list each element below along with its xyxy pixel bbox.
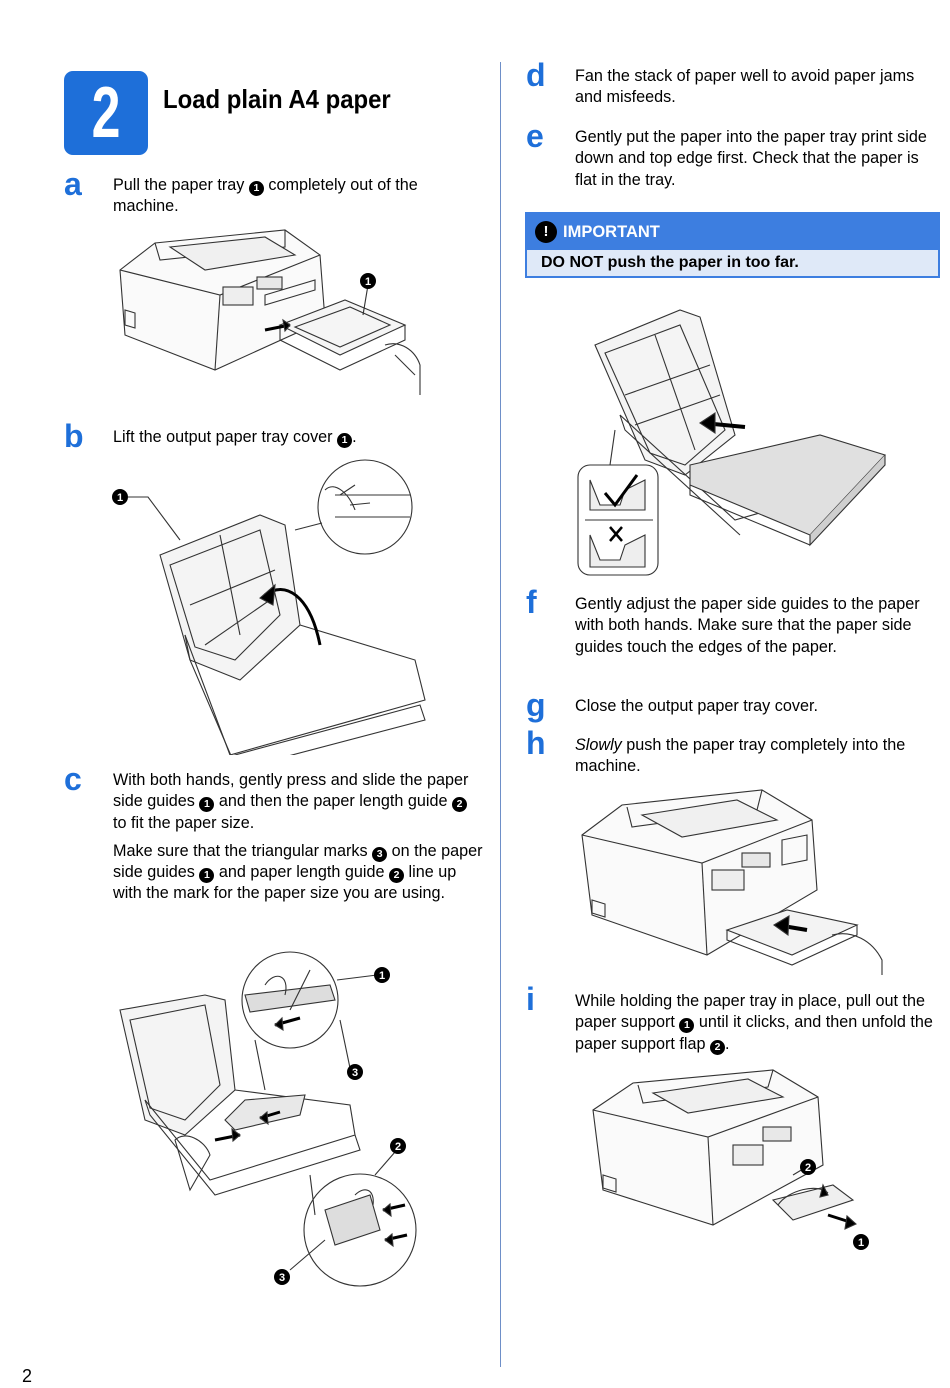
important-heading: IMPORTANT: [563, 223, 660, 241]
callout-1-icon: 1: [337, 433, 353, 448]
step-c-p2-text-2: on the paper side guides: [113, 841, 483, 882]
step-c-p1-text-2: and then the paper length guide: [214, 792, 453, 811]
step-d-text: Fan the stack of paper well to avoid pap…: [575, 67, 915, 107]
callout-2-icon: 2: [710, 1039, 725, 1055]
step-letter-h: h: [526, 725, 546, 761]
step-i-text-3: .: [725, 1034, 730, 1053]
important-text: DO NOT push the paper in too far.: [527, 250, 938, 276]
important-header: ! IMPORTANT: [527, 214, 938, 250]
important-notice: ! IMPORTANT DO NOT push the paper in too…: [525, 212, 940, 278]
section-title: Load plain A4 paper: [163, 84, 391, 114]
figure-paper-support: 2 1: [588, 1065, 888, 1260]
callout-3-icon: 3: [372, 846, 388, 862]
step-c-p2-text-4: line up with the mark for the paper size…: [113, 863, 457, 903]
figure-insert-paper: [575, 305, 890, 580]
step-i-text-2: until it clicks, and then unfold the pap…: [575, 1013, 933, 1053]
callout-2-icon: 2: [389, 868, 405, 884]
figure-c-callout-1: 1: [379, 970, 385, 982]
step-g-text: Close the output paper tray cover.: [575, 697, 818, 715]
step-c-paragraph-2: Make sure that the triangular marks 3 on…: [113, 841, 483, 905]
step-a-text-1: Pull the paper tray: [113, 176, 249, 194]
step-a-text: Pull the paper tray 1 completely out of …: [113, 175, 483, 218]
step-letter-d: d: [526, 57, 546, 93]
figure-pull-tray: 1: [115, 225, 425, 405]
step-i-text-1: While holding the paper tray in place, p…: [575, 992, 926, 1032]
step-c-p2-text-3: and paper length guide: [214, 863, 390, 882]
step-a-text-2: completely out of the machine.: [113, 176, 418, 216]
figure-b-callout-1: 1: [117, 492, 123, 504]
figure-c-callout-3: 3: [352, 1067, 358, 1079]
step-e-text: Gently put the paper into the paper tray…: [575, 128, 927, 189]
step-c-paragraph-1: With both hands, gently press and slide …: [113, 770, 483, 834]
warning-icon: !: [535, 221, 557, 243]
callout-1-icon: 1: [199, 868, 215, 884]
step-i-text: While holding the paper tray in place, p…: [575, 991, 940, 1055]
step-letter-a: a: [64, 166, 82, 202]
callout-1-icon: 1: [248, 181, 264, 196]
callout-1-icon: 1: [199, 797, 215, 813]
figure-a-callout-1: 1: [365, 276, 371, 288]
step-letter-c: c: [64, 761, 82, 797]
step-number: 2: [91, 73, 121, 153]
callout-1-icon: 1: [679, 1018, 695, 1034]
step-h-rest: push the paper tray completely into the …: [575, 736, 906, 776]
figure-push-tray: [577, 785, 889, 980]
step-b-text-1: Lift the output paper tray cover: [113, 428, 338, 446]
step-letter-i: i: [526, 981, 535, 1017]
step-c-p1-text-3: to fit the paper size.: [113, 813, 255, 832]
step-c-p1-text-1: With both hands, gently press and slide …: [113, 771, 469, 811]
step-number-badge: 2: [64, 71, 148, 155]
step-h-text: Slowly push the paper tray completely in…: [575, 735, 940, 778]
page-number: 2: [22, 1366, 33, 1386]
step-b-text: Lift the output paper tray cover 1.: [113, 427, 483, 448]
step-letter-b: b: [64, 418, 84, 454]
figure-i-callout-1: 1: [858, 1237, 864, 1249]
step-c-p2-text-1: Make sure that the triangular marks: [113, 841, 373, 860]
figure-c-callout-3b: 3: [279, 1272, 285, 1284]
step-letter-g: g: [526, 687, 546, 723]
step-letter-f: f: [526, 584, 537, 620]
figure-slide-guides: 1 3 2 3: [115, 940, 425, 1300]
figure-i-callout-2: 2: [805, 1162, 811, 1174]
column-divider: [500, 62, 501, 1367]
step-c-text: With both hands, gently press and slide …: [113, 770, 483, 912]
step-f-text: Gently adjust the paper side guides to t…: [575, 595, 920, 656]
step-letter-e: e: [526, 118, 544, 154]
callout-2-icon: 2: [452, 797, 468, 813]
step-b-text-2: .: [352, 428, 357, 446]
step-h-emphasis: Slowly: [575, 736, 622, 754]
figure-c-callout-2: 2: [395, 1141, 401, 1153]
figure-lift-cover: 1: [110, 455, 440, 755]
